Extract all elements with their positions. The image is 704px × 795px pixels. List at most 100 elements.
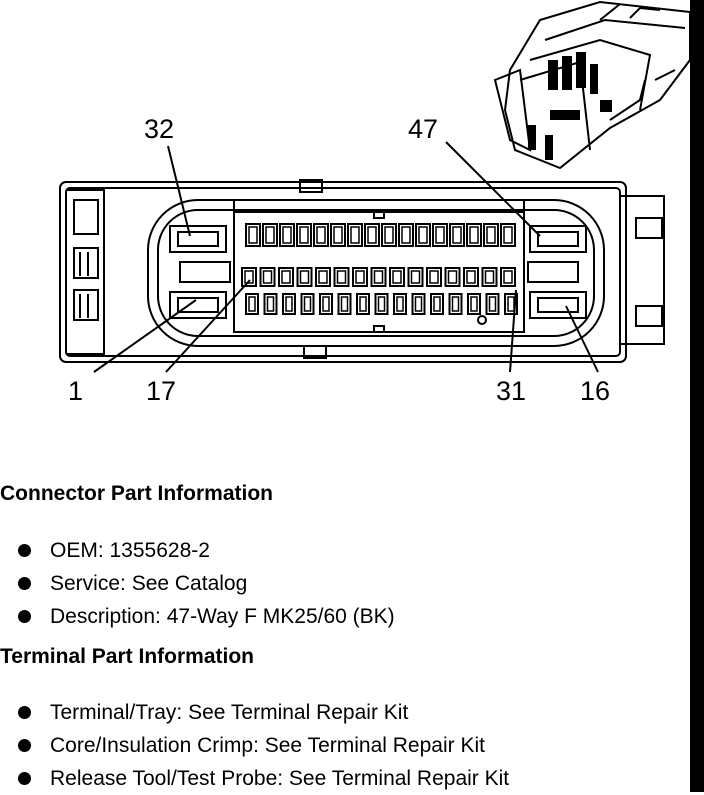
connector-diagram: 32 47 1 17 31 16 xyxy=(59,0,691,406)
terminal-contact xyxy=(299,270,310,284)
terminal-contact xyxy=(396,296,404,312)
terminal-cavity xyxy=(333,267,350,287)
terminal-contact xyxy=(316,226,326,244)
terminal-contact xyxy=(384,226,394,244)
pin-label-32: 32 xyxy=(144,114,174,144)
terminal-info-title: Terminal Part Information xyxy=(0,645,254,668)
terminal-contact xyxy=(451,296,460,312)
terminal-cavity xyxy=(330,223,346,247)
terminal-cavity xyxy=(319,293,333,315)
terminal-contact xyxy=(322,296,330,312)
terminal-cavity xyxy=(500,267,516,287)
bullet-icon xyxy=(18,772,31,785)
terminal-contact xyxy=(318,270,328,284)
bullet-icon xyxy=(18,544,31,557)
right-edge-bar xyxy=(690,0,704,792)
terminal-cavity xyxy=(296,223,312,247)
terminal-contact xyxy=(340,296,349,312)
top-terminal-row xyxy=(245,223,516,247)
list-item: Terminal/Tray: See Terminal Repair Kit xyxy=(16,696,509,729)
terminal-contact xyxy=(248,296,256,312)
list-item: Service: See Catalog xyxy=(16,567,395,600)
bullet-icon xyxy=(18,706,31,719)
terminal-cavity xyxy=(347,223,363,247)
terminal-contact xyxy=(367,226,377,244)
terminal-cavity xyxy=(381,223,397,247)
terminal-contact xyxy=(447,270,458,284)
connector-info-list: OEM: 1355628-2 Service: See Catalog Desc… xyxy=(16,534,395,633)
terminal-cavity xyxy=(282,293,296,315)
terminal-contact xyxy=(359,296,367,312)
terminal-cavity xyxy=(485,293,500,315)
bullet-icon xyxy=(18,739,31,752)
terminal-cavity xyxy=(432,223,448,247)
terminal-cavity xyxy=(364,223,380,247)
terminal-contact xyxy=(435,226,445,244)
terminal-cavity xyxy=(262,223,278,247)
terminal-cavity xyxy=(337,293,352,315)
terminal-contact xyxy=(244,270,254,284)
terminal-info-list: Terminal/Tray: See Terminal Repair Kit C… xyxy=(16,696,509,795)
terminal-cavity xyxy=(449,223,465,247)
terminal-cavity xyxy=(500,223,516,247)
bottom-terminal-row xyxy=(245,293,518,315)
terminal-cavity xyxy=(467,293,481,315)
terminal-contact xyxy=(333,226,343,244)
terminal-cavity xyxy=(300,293,315,315)
pin-label-1: 1 xyxy=(68,376,83,406)
terminal-cavity xyxy=(463,267,479,287)
terminal-contact xyxy=(377,296,386,312)
list-item: Release Tool/Test Probe: See Terminal Re… xyxy=(16,762,509,795)
terminal-cavity xyxy=(411,293,426,315)
list-item: Description: 47-Way F MK25/60 (BK) xyxy=(16,600,395,633)
terminal-contact xyxy=(350,226,360,244)
pin-label-16: 16 xyxy=(580,376,610,406)
terminal-contact xyxy=(418,226,428,244)
pin-label-47: 47 xyxy=(408,114,438,144)
terminal-cavity xyxy=(466,223,482,247)
leader-lines xyxy=(93,141,599,373)
terminal-cavity xyxy=(483,223,499,247)
bullet-icon xyxy=(18,610,31,623)
terminal-contact xyxy=(281,270,291,284)
terminal-contact xyxy=(392,270,402,284)
terminal-contact xyxy=(486,226,496,244)
terminal-cavity xyxy=(504,293,518,315)
terminal-cavity xyxy=(279,223,295,247)
terminal-contact xyxy=(248,226,258,244)
terminal-contact xyxy=(470,296,478,312)
pin-label-17: 17 xyxy=(146,376,176,406)
terminal-contact xyxy=(303,296,312,312)
terminal-cavity xyxy=(430,293,444,315)
terminal-contact xyxy=(299,226,309,244)
terminal-contact xyxy=(336,270,347,284)
terminal-contact xyxy=(503,270,513,284)
terminal-contact xyxy=(355,270,365,284)
terminal-contact xyxy=(452,226,462,244)
list-item: OEM: 1355628-2 xyxy=(16,534,395,567)
terminal-cavity xyxy=(415,223,431,247)
terminal-cavity xyxy=(389,267,405,287)
terminal-contact xyxy=(484,270,495,284)
terminal-contact xyxy=(488,296,497,312)
terminal-contact xyxy=(429,270,439,284)
terminal-cavity xyxy=(393,293,407,315)
terminal-cavity xyxy=(259,267,276,287)
terminal-cavity xyxy=(356,293,370,315)
middle-terminal-row xyxy=(241,267,516,287)
terminal-contact xyxy=(265,226,275,244)
terminal-cavity xyxy=(245,293,259,315)
list-item: Core/Insulation Crimp: See Terminal Repa… xyxy=(16,729,509,762)
terminal-cavity xyxy=(263,293,278,315)
terminal-cavity xyxy=(241,267,257,287)
terminal-contact xyxy=(414,296,423,312)
terminal-cavity xyxy=(444,267,461,287)
terminal-contact xyxy=(373,270,384,284)
terminal-cavity xyxy=(448,293,463,315)
terminal-contact xyxy=(282,226,292,244)
terminal-cavity xyxy=(374,293,389,315)
terminal-cavity xyxy=(315,267,331,287)
terminal-contact xyxy=(507,296,515,312)
terminal-cavity xyxy=(245,223,261,247)
terminal-contact xyxy=(469,226,479,244)
